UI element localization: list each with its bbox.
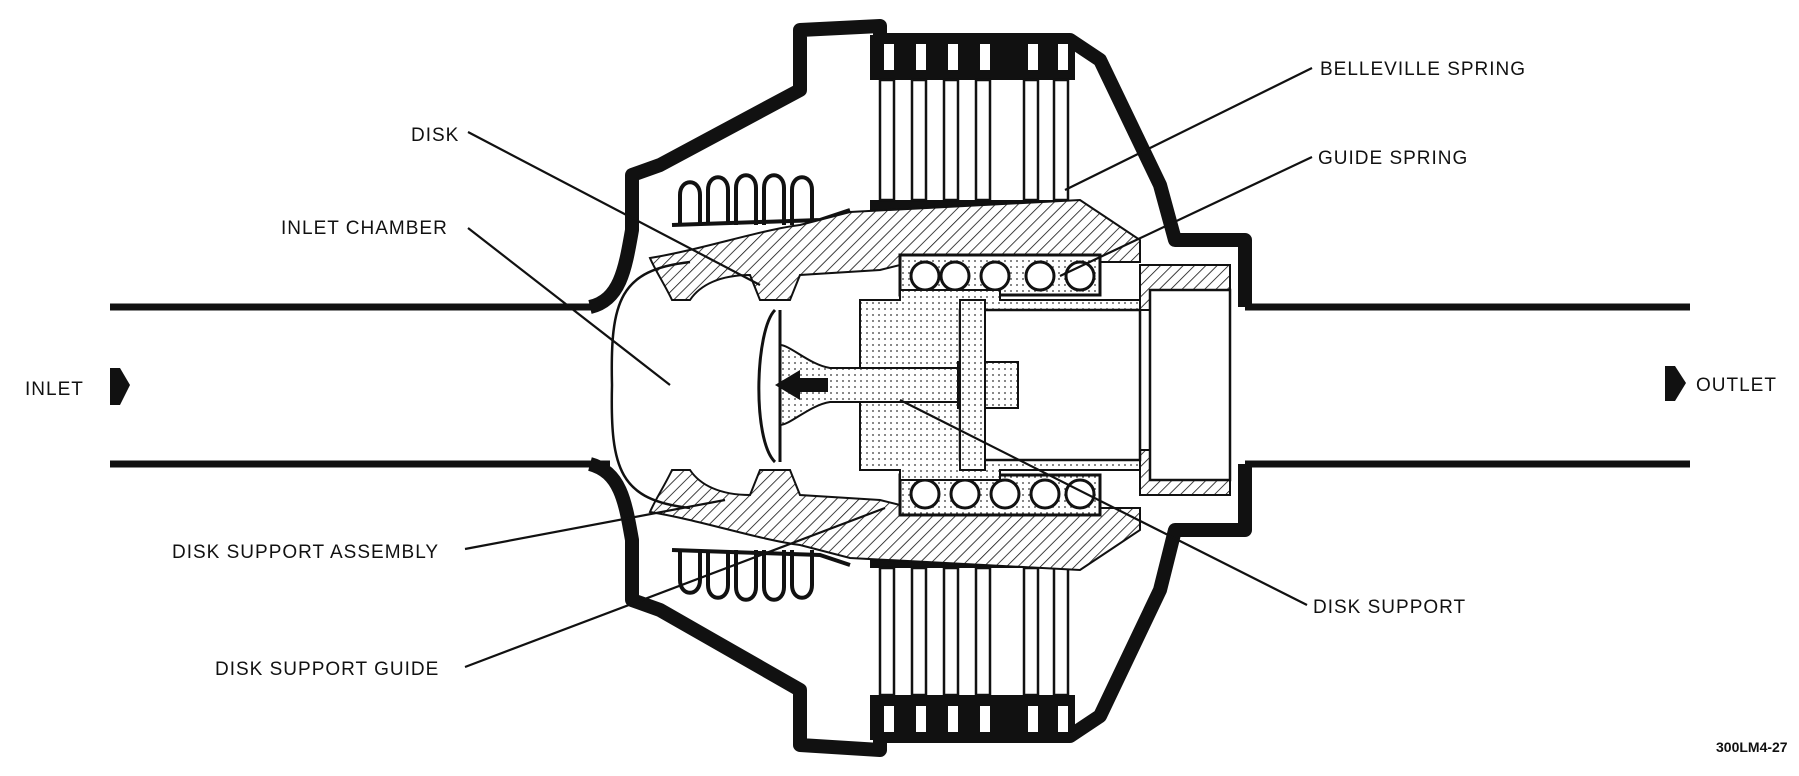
outlet-flow-arrow-icon (1665, 366, 1686, 401)
leader-disk (467, 131, 761, 286)
bellows-top (671, 173, 851, 227)
belleville-spring-stack-top (870, 35, 1075, 228)
label-outlet: OUTLET (1696, 375, 1777, 396)
leader-disk-support-guide (464, 506, 886, 669)
bellows-bottom (671, 548, 851, 602)
leader-lines (464, 67, 1313, 669)
label-disk-support-guide: DISK SUPPORT GUIDE (215, 659, 439, 680)
leader-disk-support (899, 399, 1308, 606)
disk-support (779, 299, 1019, 471)
outlet-pipe (1245, 303, 1690, 468)
disk-support-guide-sleeve (859, 289, 1142, 481)
label-disk: DISK (411, 125, 459, 146)
label-guide-spring: GUIDE SPRING (1318, 148, 1468, 169)
guide-spring-top (898, 253, 1102, 297)
label-disk-support-assembly: DISK SUPPORT ASSEMBLY (172, 542, 439, 563)
inlet-chamber-outline (610, 260, 691, 510)
leader-disk-support-assembly (464, 498, 726, 551)
valve-body (587, 19, 1252, 757)
label-belleville-spring: BELLEVILLE SPRING (1320, 59, 1526, 80)
inlet-pipe (110, 303, 610, 468)
figure-number: 300LM4-27 (1716, 739, 1788, 755)
disk-support-assembly-hatched (648, 198, 1141, 572)
label-disk-support: DISK SUPPORT (1313, 597, 1466, 618)
label-inlet: INLET (25, 379, 84, 400)
leader-guide-spring (1059, 156, 1313, 277)
leader-belleville-spring (1064, 67, 1313, 191)
label-inlet-chamber: INLET CHAMBER (281, 218, 448, 239)
inlet-flow-arrow-icon (110, 368, 130, 405)
leader-inlet-chamber (467, 227, 671, 386)
belleville-spring-stack-bottom (870, 540, 1075, 740)
flow-direction-arrow-icon (775, 370, 828, 400)
